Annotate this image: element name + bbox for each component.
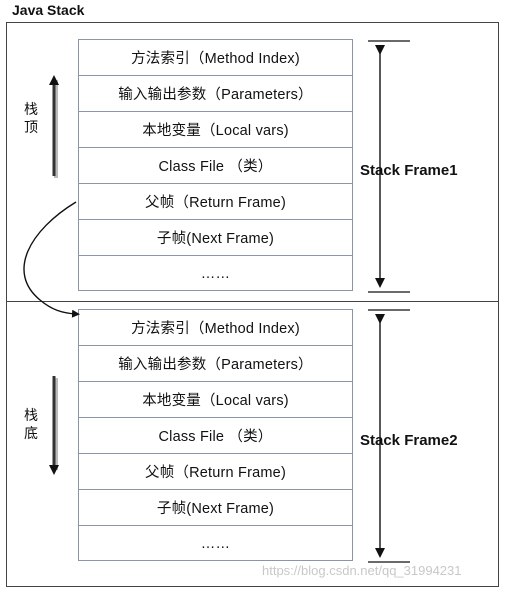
frame1-row-next-frame: 子帧(Next Frame) [79,220,352,256]
frame2-row-local-vars: 本地变量（Local vars) [79,382,352,418]
stack-frame-1-table: 方法索引（Method Index) 输入输出参数（Parameters） 本地… [78,39,353,291]
frame1-row-return-frame: 父帧（Return Frame) [79,184,352,220]
frame1-row-ellipsis: …… [200,266,231,282]
frame2-row-next-frame: 子帧(Next Frame) [79,490,352,526]
frame1-row-parameters: 输入输出参数（Parameters） [79,76,352,112]
frame2-row-ellipsis: …… [200,536,231,552]
frame2-row-parameters: 输入输出参数（Parameters） [79,346,352,382]
frame2-row-return-frame: 父帧（Return Frame) [79,454,352,490]
diagram-title: Java Stack [12,2,85,18]
frame1-row-local-vars: 本地变量（Local vars) [79,112,352,148]
watermark: https://blog.csdn.net/qq_31994231 [262,563,462,578]
frame2-row-method-index: 方法索引（Method Index) [79,310,352,346]
frame1-row-class-file: Class File （类） [79,148,352,184]
stack-bottom-label: 栈 底 [24,407,38,441]
stack-frame-2-table: 方法索引（Method Index) 输入输出参数（Parameters） 本地… [78,309,353,561]
frame2-row-class-file: Class File （类） [79,418,352,454]
frame1-row-method-index: 方法索引（Method Index) [79,40,352,76]
return-frame-curve-arrow [23,201,80,318]
stack-top-label: 栈 顶 [24,101,38,135]
